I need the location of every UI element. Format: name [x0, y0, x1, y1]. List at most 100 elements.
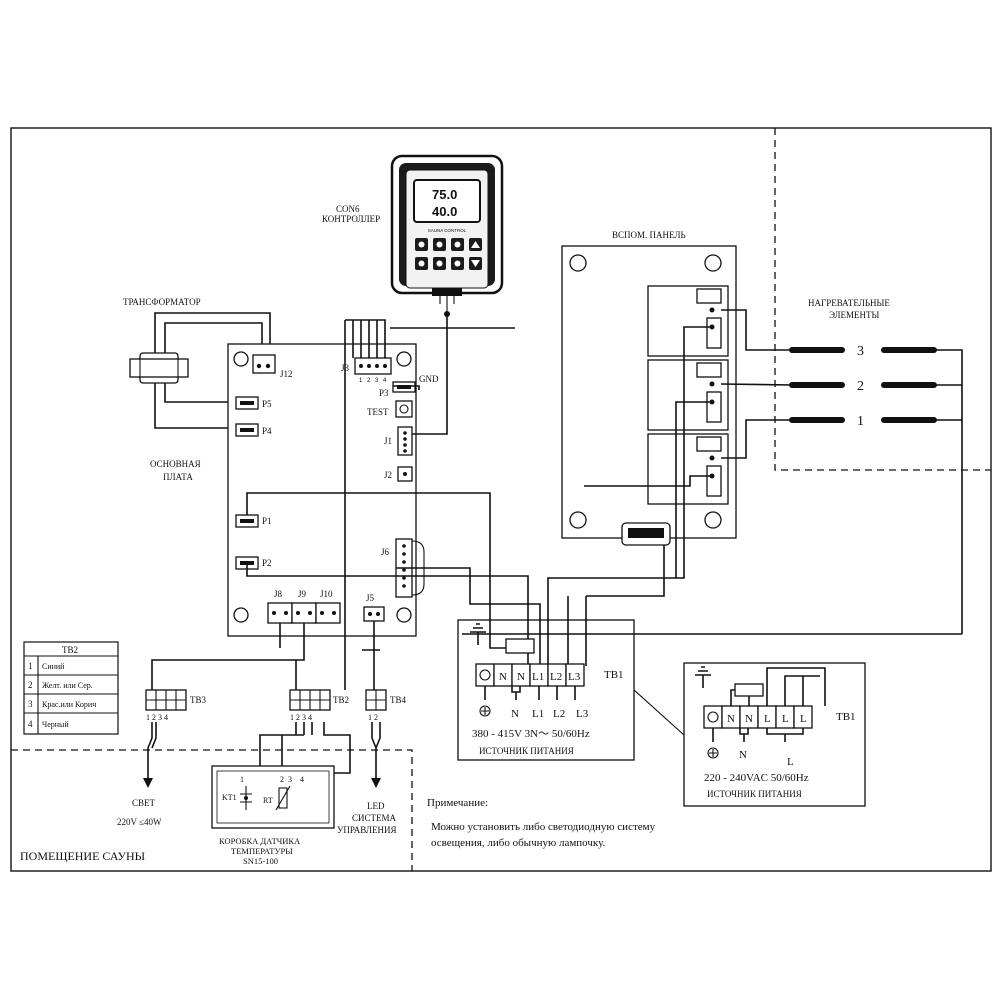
tb1-1phase-terminal-2: N — [745, 713, 753, 725]
connector-j1-label: J1 — [384, 436, 392, 446]
tb2-legend-title: TB2 — [62, 645, 78, 655]
transformer-label: ТРАНСФОРМАТОР — [123, 297, 201, 307]
connector-j9 — [291, 602, 317, 624]
tb2-pins: 1 2 3 4 — [290, 713, 312, 722]
led-label-1: LED — [367, 801, 385, 811]
tb1-1phase-label: TB1 — [836, 711, 856, 723]
tb2-legend-row-2-text: Желт. или Сер. — [42, 681, 93, 690]
aux-panel-label: ВСПОМ. ПАНЕЛЬ — [612, 230, 686, 240]
tb1-3phase-terminal-4: L2 — [550, 671, 562, 683]
tb1-1phase-frame — [683, 662, 866, 807]
tb1-3phase-below-n: N — [511, 708, 519, 720]
sensor-box-label-3: SN15-100 — [243, 856, 278, 866]
tb1-3phase-terminal-1: N — [499, 671, 507, 683]
tb1-1phase-terminal-5: L — [800, 713, 807, 725]
tb1-1phase-below-l: L — [787, 756, 794, 768]
heater-3-number: 3 — [857, 344, 864, 359]
test-button[interactable] — [395, 400, 413, 418]
connector-j9-label: J9 — [298, 589, 307, 599]
heater-zone-border — [774, 128, 991, 471]
tb1-3phase-below-l1: L1 — [532, 708, 544, 720]
led-label-2: СИСТЕМА — [352, 813, 397, 823]
connector-p4-label: P4 — [262, 426, 272, 436]
connector-j1 — [397, 426, 413, 456]
tb4-label: TB4 — [390, 695, 407, 705]
tb1-3phase-label: TB1 — [604, 669, 624, 681]
tb2-legend-row-4-text: Черный — [42, 720, 69, 729]
ground-symbol-3phase-in — [479, 705, 491, 717]
controller: 75.0 40.0 SAUNA CONTROL — [390, 154, 504, 317]
relay-supply-wires — [547, 326, 712, 666]
main-board — [227, 343, 417, 637]
tb1-3phase-source: ИСТОЧНИК ПИТАНИЯ — [479, 746, 574, 756]
sensor-pin-3: 3 — [288, 775, 292, 784]
relay-2 — [647, 359, 729, 431]
connector-j12 — [252, 354, 276, 374]
tb3-pins: 1 2 3 4 — [146, 713, 168, 722]
light-wire — [147, 722, 157, 778]
tb1-3phase-terminal-2: N — [517, 671, 525, 683]
sensor-rt: RT — [263, 796, 273, 805]
tb1-1phase-top-wires — [730, 667, 826, 706]
tb2-legend-row-4-num: 4 — [28, 719, 33, 729]
tb1-3phase-incoming-wires — [484, 686, 576, 700]
tb1-1phase-terminal-4: L — [782, 713, 789, 725]
tb1-3phase-terminals — [475, 638, 585, 687]
light-label: СВЕТ — [132, 798, 156, 808]
tb1-3phase-terminal-3: L1 — [532, 671, 544, 683]
connector-j5-label: J5 — [366, 593, 375, 603]
heater-2-number: 2 — [857, 379, 864, 394]
tb2-legend-row-2-num: 2 — [28, 680, 33, 690]
main-board-label-2: ПЛАТА — [163, 472, 193, 482]
tb1-1phase-below-n: N — [739, 749, 747, 761]
transformer-wires — [154, 312, 271, 429]
ground-symbol-1phase-in — [707, 747, 719, 759]
terminal-tb2 — [289, 689, 331, 711]
heater-bus-wire — [462, 349, 963, 635]
sensor-kt1: KT1 — [222, 793, 237, 802]
sensor-box-label-1: КОРОБКА ДАТЧИКА — [219, 836, 301, 846]
relay-1 — [647, 433, 729, 505]
heaters-label-2: ЭЛЕМЕНТЫ — [829, 310, 879, 320]
tb1-1phase-terminal-1: N — [727, 713, 735, 725]
heater-1-number: 1 — [857, 414, 864, 429]
heater-relay-wires — [720, 309, 793, 459]
heaters-label-1: НАГРЕВАТЕЛЬНЫЕ — [808, 298, 890, 308]
note-line-2: освещения, либо обычную лампочку. — [431, 837, 606, 849]
sensor-box — [211, 765, 335, 829]
main-board-label-1: ОСНОВНАЯ — [150, 459, 201, 469]
tb2-legend-row-3-num: 3 — [28, 699, 33, 709]
connector-j12-label: J12 — [280, 369, 293, 379]
controller-buttons — [415, 238, 482, 270]
controller-label-name: КОНТРОЛЛЕР — [322, 214, 380, 224]
tb1-1phase-incoming-wires — [712, 728, 804, 742]
connector-j6-label: J6 — [381, 547, 390, 557]
led-arrow — [371, 778, 381, 788]
light-spec: 220V ≤40W — [117, 817, 162, 827]
terminal-tb4 — [365, 689, 387, 711]
tb2-legend: TB2 1 Синий 2 Желт. или Сер. 3 Крас.или … — [23, 641, 119, 735]
controller-display-bottom: 40.0 — [432, 204, 457, 219]
connector-j3-pin-4: 4 — [383, 378, 387, 384]
connector-p1-label: P1 — [262, 516, 272, 526]
tb3-label: TB3 — [190, 695, 207, 705]
controller-brand: SAUNA CONTROL — [428, 228, 467, 233]
connector-p5-label: P5 — [262, 399, 272, 409]
tb1-3phase-voltage: 380 - 415V 3N～ 50/60Hz — [472, 728, 590, 740]
controller-display — [413, 179, 481, 223]
tb2-legend-row-1-text: Синий — [42, 662, 65, 671]
connector-j2-label: J2 — [384, 470, 392, 480]
gnd-label: GND — [419, 374, 439, 384]
thermal-fuse-icon — [240, 786, 252, 810]
connector-j3-pin-1: 1 — [359, 378, 363, 384]
note-title: Примечание: — [427, 797, 488, 809]
connector-j3 — [354, 357, 392, 375]
connector-j3-pin-3: 3 — [375, 378, 379, 384]
sensor-wires — [259, 683, 351, 774]
tb1-1phase-terminal-3: L — [764, 713, 771, 725]
light-arrow — [143, 778, 153, 788]
terminal-tb3 — [145, 689, 187, 711]
connector-j10 — [315, 602, 341, 624]
tb1-1phase-source: ИСТОЧНИК ПИТАНИЯ — [707, 789, 802, 799]
